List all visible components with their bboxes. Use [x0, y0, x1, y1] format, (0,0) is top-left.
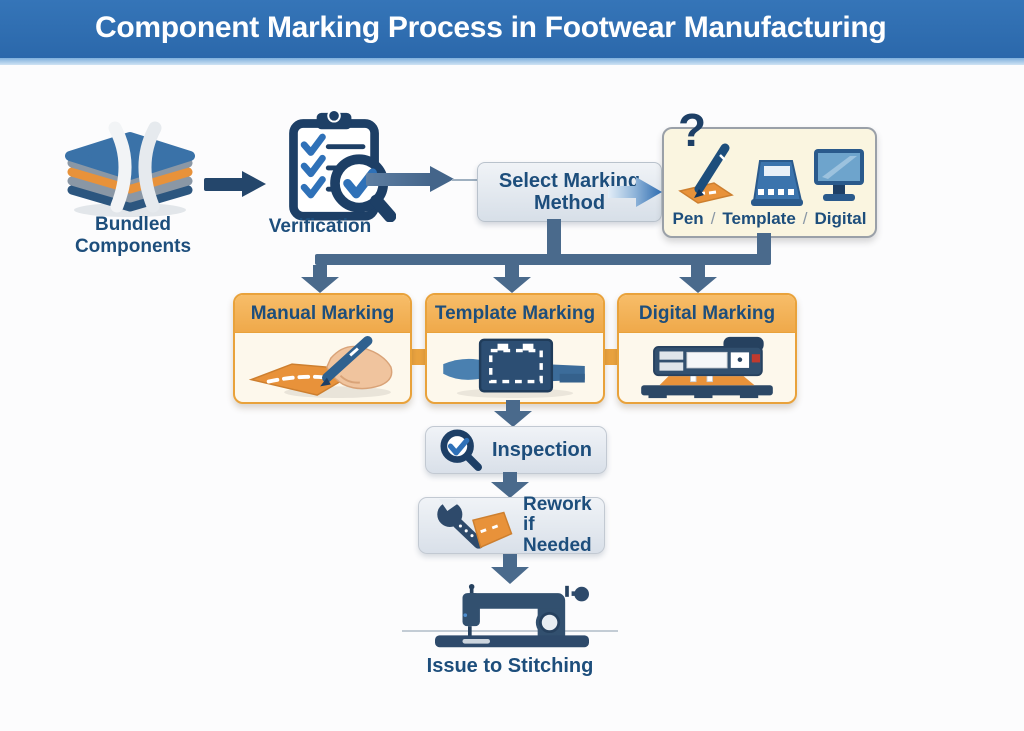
connector-inspection-rework — [503, 472, 517, 483]
connector-line — [452, 179, 478, 181]
connector-template-inspection — [506, 400, 520, 412]
marking-options-box: Pen / Template / Digital — [662, 127, 877, 238]
option-digital: Digital — [814, 209, 867, 228]
page-title: Component Marking Process in Footwear Ma… — [95, 11, 887, 44]
hand-with-pen-icon — [235, 333, 410, 401]
computer-monitor-icon — [812, 147, 866, 205]
option-pen: Pen — [672, 209, 704, 228]
branch-stem-manual — [313, 265, 327, 278]
manual-marking-box: Manual Marking — [233, 293, 412, 404]
select-line1: Select Marking — [498, 170, 641, 192]
connector-options-down — [757, 233, 771, 257]
marking-pen-icon — [678, 143, 736, 207]
option-separator: / — [802, 209, 808, 228]
inspection-box: Inspection — [425, 426, 607, 474]
arrow-template-inspection — [494, 411, 532, 427]
branch-arrow-manual — [301, 277, 339, 293]
digital-marking-box: Digital Marking — [617, 293, 797, 404]
manual-marking-header: Manual Marking — [235, 295, 410, 333]
stitching-label: Issue to Stitching — [426, 655, 594, 677]
arrow-verification-to-select-head — [430, 166, 454, 192]
branch-arrow-template — [493, 277, 531, 293]
branch-arrow-digital — [679, 277, 717, 293]
wrench-fabric-icon — [429, 498, 515, 553]
magnifier-check-icon — [440, 429, 482, 471]
arrow-verification-to-select — [366, 173, 432, 186]
fabric-bundle-icon — [60, 118, 200, 218]
arrow-bundle-to-verification-head — [242, 171, 266, 197]
sewing-machine-icon — [428, 584, 596, 650]
connector-select-down — [547, 219, 561, 257]
option-template: Template — [722, 209, 796, 228]
verification-label: Verification — [268, 216, 372, 237]
clipboard-checklist-magnifier-icon — [274, 110, 396, 222]
template-stencil-icon — [427, 333, 603, 401]
arrow-bundle-to-verification — [204, 178, 244, 191]
banner-underline — [0, 58, 1024, 65]
branch-stem-digital — [691, 265, 705, 278]
digital-marking-machine-icon — [619, 333, 795, 401]
digital-marking-header: Digital Marking — [619, 295, 795, 333]
branch-bar — [315, 254, 771, 265]
template-device-icon — [744, 153, 806, 209]
arrow-rework-stitching — [491, 567, 529, 584]
options-label: Pen / Template / Digital — [664, 209, 875, 229]
template-marking-box: Template Marking — [425, 293, 605, 404]
question-mark: ? — [678, 104, 707, 156]
rework-line2: if Needed — [523, 514, 592, 556]
rework-line1: Rework — [523, 493, 592, 515]
select-line2: Method — [533, 192, 606, 214]
title-banner — [0, 0, 1024, 58]
select-marking-method-box: Select Marking Method — [477, 162, 662, 222]
bundled-components-label: Bundled Components — [74, 214, 192, 257]
arrow-select-to-options — [608, 175, 664, 209]
inspection-label: Inspection — [491, 438, 592, 461]
rework-box: Rework if Needed — [418, 493, 605, 556]
table-line — [402, 630, 618, 632]
connector-rework-stitching — [503, 554, 517, 568]
arrow-inspection-rework — [491, 482, 529, 498]
option-separator: / — [710, 209, 716, 228]
template-marking-header: Template Marking — [427, 295, 603, 333]
branch-stem-template — [505, 265, 519, 278]
